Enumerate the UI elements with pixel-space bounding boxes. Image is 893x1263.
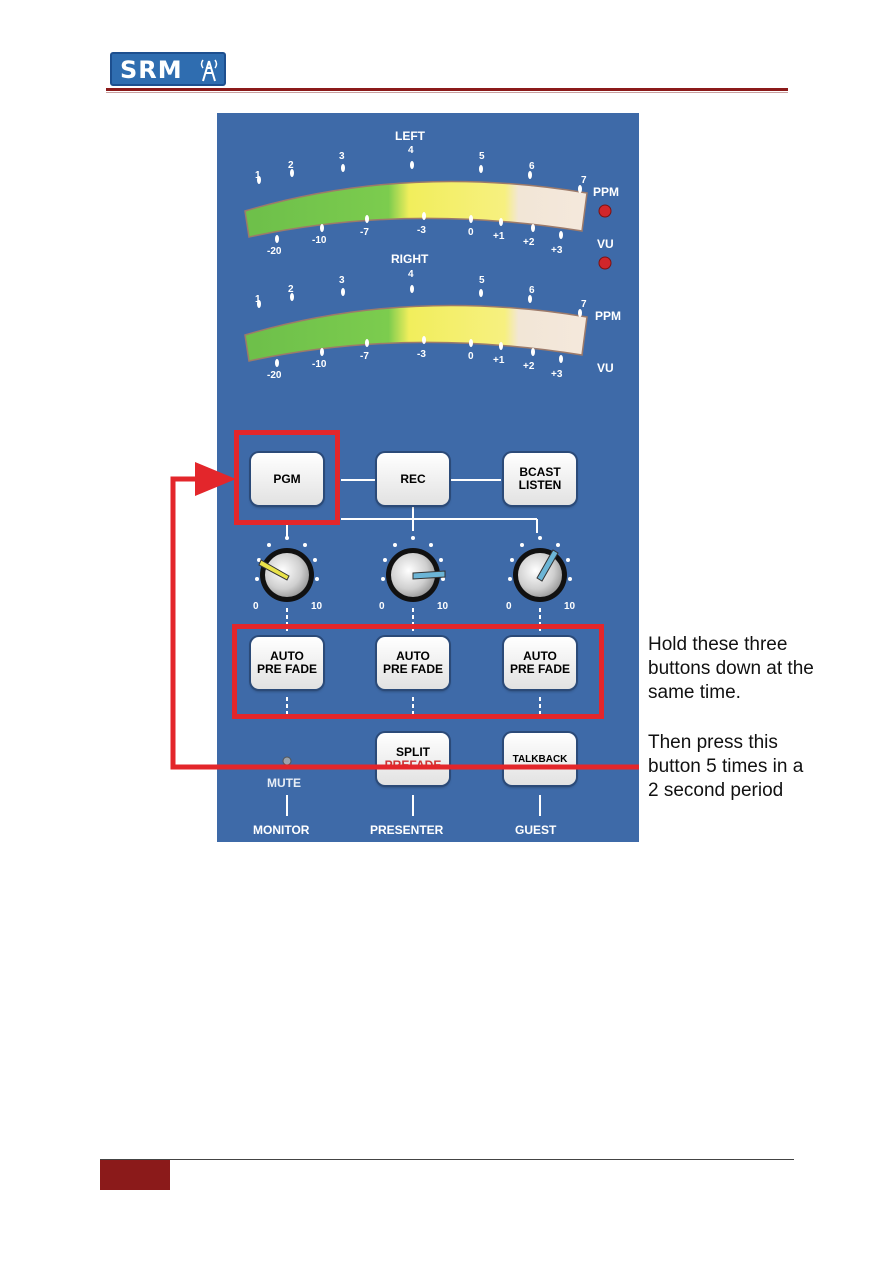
ppm-scale-5: 5: [479, 151, 485, 162]
vu2-scale-p2: +2: [523, 361, 535, 372]
auto-line2: PRE FADE: [382, 662, 443, 676]
press-line-2: button 5 times in a: [648, 756, 804, 777]
ppm-scale-7: 7: [581, 175, 587, 186]
mute-label: MUTE: [267, 776, 301, 790]
vu2-scale-m3: -3: [417, 349, 426, 360]
vu-scale-m7: -7: [360, 227, 369, 238]
press-line-3: 2 second period: [648, 780, 784, 801]
knob1-min: 0: [253, 601, 259, 612]
vu-scale-p2: +2: [523, 237, 535, 248]
hold-instruction: Hold these three buttons down at the sam…: [648, 633, 868, 705]
vu2-scale-0: 0: [468, 351, 474, 362]
auto-line2: PRE FADE: [509, 662, 570, 676]
knob1-max: 10: [311, 601, 323, 612]
vu-scale-m3: -3: [417, 225, 426, 236]
ppm-scale-4: 4: [408, 145, 414, 156]
ppm2-scale-7: 7: [581, 299, 587, 310]
bcast-line1: BCAST: [519, 465, 561, 479]
knob3-max: 10: [564, 601, 576, 612]
knob2-max: 10: [437, 601, 449, 612]
rec-button[interactable]: REC: [377, 453, 449, 505]
auto-pre-fade-highlight-box: [232, 624, 604, 719]
presenter-knob: [386, 548, 446, 602]
panel-graphics: [244, 161, 612, 816]
vu2-scale-m7: -7: [360, 351, 369, 362]
knob2-min: 0: [379, 601, 385, 612]
monitor-knob: [258, 548, 314, 602]
vu2-scale-p1: +1: [493, 355, 505, 366]
knob3-min: 0: [506, 601, 512, 612]
talkback-label: TALKBACK: [512, 753, 568, 765]
left-meter-title: LEFT: [395, 129, 425, 143]
vu-scale-0: 0: [468, 227, 474, 238]
pgm-highlight-box: [234, 430, 340, 525]
hold-line-3: same time.: [648, 682, 741, 703]
right-vu-ticks: [275, 336, 563, 367]
guest-knob: [513, 548, 567, 602]
ppm-scale-1: 1: [255, 170, 261, 181]
ppm-scale-6: 6: [529, 161, 535, 172]
antenna-icon: [200, 59, 218, 82]
right-ppm-label: PPM: [595, 309, 622, 323]
vu2-scale-m10: -10: [312, 359, 327, 370]
srm-logo: SRM: [110, 52, 226, 86]
right-ppm-ticks: [257, 285, 582, 317]
left-ppm-ticks: [257, 161, 582, 193]
vu-scale-p3: +3: [551, 245, 563, 256]
left-ppm-label: PPM: [593, 185, 620, 199]
right-vu-label: VU: [597, 361, 614, 375]
ppm2-scale-5: 5: [479, 275, 485, 286]
auto-pre-fade-button-monitor[interactable]: AUTO PRE FADE: [251, 637, 323, 689]
ppm-led: [598, 204, 612, 218]
header-rule-thin: [106, 92, 788, 93]
press-instruction: Then press this button 5 times in a 2 se…: [648, 731, 868, 803]
rec-button-label: REC: [400, 471, 426, 486]
vu2-scale-m20: -20: [267, 370, 282, 381]
guest-label: GUEST: [515, 823, 557, 837]
left-meter-bar: [244, 180, 588, 238]
vu-scale-p1: +1: [493, 231, 505, 242]
vu-scale-m20: -20: [267, 246, 282, 257]
hold-line-2: buttons down at the: [648, 658, 814, 679]
presenter-label: PRESENTER: [370, 823, 444, 837]
pgm-button[interactable]: PGM: [251, 453, 323, 505]
header-rule: [106, 88, 788, 91]
auto-line1: AUTO: [523, 649, 557, 663]
vu-led: [598, 256, 612, 270]
auto-line2: PRE FADE: [256, 662, 317, 676]
routing-lines: [286, 479, 541, 816]
left-vu-ticks: [275, 212, 563, 243]
ppm-scale-3: 3: [339, 151, 345, 162]
monitor-label: MONITOR: [253, 823, 310, 837]
ppm2-scale-6: 6: [529, 285, 535, 296]
bcast-listen-button[interactable]: BCAST LISTEN: [504, 453, 576, 505]
ppm2-scale-4: 4: [408, 269, 414, 280]
press-line-1: Then press this: [648, 732, 778, 753]
auto-line1: AUTO: [270, 649, 304, 663]
vu2-scale-p3: +3: [551, 369, 563, 380]
talkback-button[interactable]: TALKBACK: [504, 733, 576, 785]
logo-text: SRM: [120, 56, 183, 84]
knob-ticks: [255, 536, 572, 581]
auto-line1: AUTO: [396, 649, 430, 663]
vu-scale-m10: -10: [312, 235, 327, 246]
footer-rule: [100, 1159, 794, 1160]
ppm2-scale-3: 3: [339, 275, 345, 286]
ppm2-scale-1: 1: [255, 294, 261, 305]
footer-page-block: [100, 1160, 170, 1190]
right-meter-title: RIGHT: [391, 252, 429, 266]
hold-line-1: Hold these three: [648, 634, 788, 655]
pgm-button-label: PGM: [273, 471, 301, 486]
auto-pre-fade-button-guest[interactable]: AUTO PRE FADE: [504, 637, 576, 689]
bcast-line2: LISTEN: [518, 478, 562, 492]
ppm-scale-2: 2: [288, 160, 294, 171]
split-line1: SPLIT: [395, 745, 430, 759]
right-meter-bar: [244, 304, 588, 362]
console-panel: LEFT PPM VU RIGHT PPM VU 1 2 3 4 5 6 7 -…: [217, 113, 639, 842]
auto-pre-fade-button-presenter[interactable]: AUTO PRE FADE: [377, 637, 449, 689]
left-vu-label: VU: [597, 237, 614, 251]
ppm2-scale-2: 2: [288, 284, 294, 295]
